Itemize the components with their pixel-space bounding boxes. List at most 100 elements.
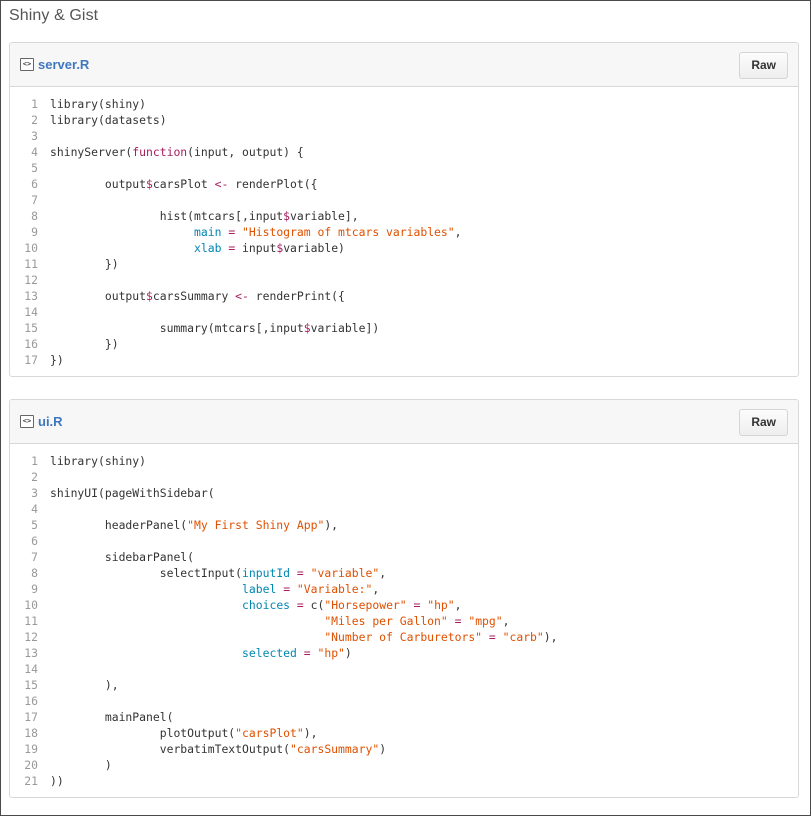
line-number[interactable]: 11 bbox=[24, 257, 38, 271]
line-number[interactable]: 14 bbox=[24, 305, 38, 319]
line-number[interactable]: 1 bbox=[31, 97, 38, 111]
line-number[interactable]: 7 bbox=[31, 193, 38, 207]
line-code: ), bbox=[50, 678, 119, 692]
line-number[interactable]: 9 bbox=[31, 225, 38, 239]
line-code: }) bbox=[50, 257, 119, 271]
code-file-icon: <> bbox=[20, 415, 34, 428]
line-code bbox=[38, 533, 798, 549]
code-line: 15 ), bbox=[10, 677, 798, 693]
line-code bbox=[38, 501, 798, 517]
code-line: 15 summary(mtcars[,input$variable]) bbox=[10, 320, 798, 336]
line-number[interactable]: 4 bbox=[31, 145, 38, 159]
line-code bbox=[38, 469, 798, 485]
line-number[interactable]: 7 bbox=[31, 550, 38, 564]
line-code: output$carsSummary <- renderPrint({ bbox=[50, 289, 345, 303]
line-number[interactable]: 17 bbox=[24, 710, 38, 724]
code-line: 13 selected = "hp") bbox=[10, 645, 798, 661]
line-number[interactable]: 13 bbox=[24, 289, 38, 303]
file-name-link[interactable]: server.R bbox=[38, 57, 90, 72]
line-number[interactable]: 16 bbox=[24, 694, 38, 708]
code-line: 2 library(datasets) bbox=[10, 112, 798, 128]
line-code: plotOutput("carsPlot"), bbox=[50, 726, 318, 740]
line-code: choices = c("Horsepower" = "hp", bbox=[242, 598, 462, 612]
line-number[interactable]: 4 bbox=[31, 502, 38, 516]
line-number[interactable]: 21 bbox=[24, 774, 38, 788]
code-line: 11 }) bbox=[10, 256, 798, 272]
line-code: selected = "hp") bbox=[242, 646, 352, 660]
line-code: xlab = input$variable) bbox=[194, 241, 345, 255]
line-code bbox=[38, 192, 798, 208]
code-line: 17}) bbox=[10, 352, 798, 368]
line-code: )) bbox=[50, 774, 64, 788]
line-code bbox=[38, 128, 798, 144]
line-code: sidebarPanel( bbox=[50, 550, 195, 564]
line-number[interactable]: 12 bbox=[24, 630, 38, 644]
line-code: main = "Histogram of mtcars variables", bbox=[194, 225, 462, 239]
code-line: 9 main = "Histogram of mtcars variables"… bbox=[10, 224, 798, 240]
line-number[interactable]: 11 bbox=[24, 614, 38, 628]
code-line: 16 bbox=[10, 693, 798, 709]
line-number[interactable]: 5 bbox=[31, 161, 38, 175]
line-code: library(datasets) bbox=[50, 113, 167, 127]
code-line: 5 headerPanel("My First Shiny App"), bbox=[10, 517, 798, 533]
line-code: }) bbox=[50, 337, 119, 351]
line-number[interactable]: 6 bbox=[31, 534, 38, 548]
line-number[interactable]: 12 bbox=[24, 273, 38, 287]
line-number[interactable]: 17 bbox=[24, 353, 38, 367]
line-code: mainPanel( bbox=[50, 710, 174, 724]
line-number[interactable]: 15 bbox=[24, 678, 38, 692]
code-line: 21)) bbox=[10, 773, 798, 789]
line-number[interactable]: 13 bbox=[24, 646, 38, 660]
line-number[interactable]: 18 bbox=[24, 726, 38, 740]
line-code: summary(mtcars[,input$variable]) bbox=[50, 321, 380, 335]
line-number[interactable]: 2 bbox=[31, 470, 38, 484]
line-number[interactable]: 8 bbox=[31, 566, 38, 580]
code-line: 3 bbox=[10, 128, 798, 144]
line-code bbox=[38, 661, 798, 677]
line-number[interactable]: 3 bbox=[31, 486, 38, 500]
line-code: "Number of Carburetors" = "carb"), bbox=[324, 630, 558, 644]
code-line: 16 }) bbox=[10, 336, 798, 352]
line-number[interactable]: 3 bbox=[31, 129, 38, 143]
code-line: 19 verbatimTextOutput("carsSummary") bbox=[10, 741, 798, 757]
code-line: 13 output$carsSummary <- renderPrint({ bbox=[10, 288, 798, 304]
line-number[interactable]: 9 bbox=[31, 582, 38, 596]
code-line: 8 hist(mtcars[,input$variable], bbox=[10, 208, 798, 224]
line-code: ) bbox=[50, 758, 112, 772]
raw-button[interactable]: Raw bbox=[739, 409, 788, 436]
line-number[interactable]: 5 bbox=[31, 518, 38, 532]
line-number[interactable]: 14 bbox=[24, 662, 38, 676]
line-code: "Miles per Gallon" = "mpg", bbox=[324, 614, 510, 628]
code-line: 5 bbox=[10, 160, 798, 176]
line-number[interactable]: 2 bbox=[31, 113, 38, 127]
line-number[interactable]: 6 bbox=[31, 177, 38, 191]
line-number[interactable]: 8 bbox=[31, 209, 38, 223]
gist-file-header: <> ui.R Raw bbox=[10, 400, 798, 444]
line-code: label = "Variable:", bbox=[242, 582, 380, 596]
line-number[interactable]: 20 bbox=[24, 758, 38, 772]
file-name-link[interactable]: ui.R bbox=[38, 414, 63, 429]
line-number[interactable]: 10 bbox=[24, 598, 38, 612]
page-title: Shiny & Gist bbox=[9, 7, 99, 24]
code-line: 14 bbox=[10, 304, 798, 320]
line-number[interactable]: 15 bbox=[24, 321, 38, 335]
code-line: 14 bbox=[10, 661, 798, 677]
raw-button[interactable]: Raw bbox=[739, 52, 788, 79]
code-line: 12 bbox=[10, 272, 798, 288]
line-code bbox=[38, 693, 798, 709]
line-number[interactable]: 1 bbox=[31, 454, 38, 468]
gist-file-header: <> server.R Raw bbox=[10, 43, 798, 87]
code-line: 7 sidebarPanel( bbox=[10, 549, 798, 565]
line-number[interactable]: 16 bbox=[24, 337, 38, 351]
line-code bbox=[38, 160, 798, 176]
line-number[interactable]: 10 bbox=[24, 241, 38, 255]
code-line: 20 ) bbox=[10, 757, 798, 773]
code-line: 9 label = "Variable:", bbox=[10, 581, 798, 597]
code-line: 18 plotOutput("carsPlot"), bbox=[10, 725, 798, 741]
line-number[interactable]: 19 bbox=[24, 742, 38, 756]
